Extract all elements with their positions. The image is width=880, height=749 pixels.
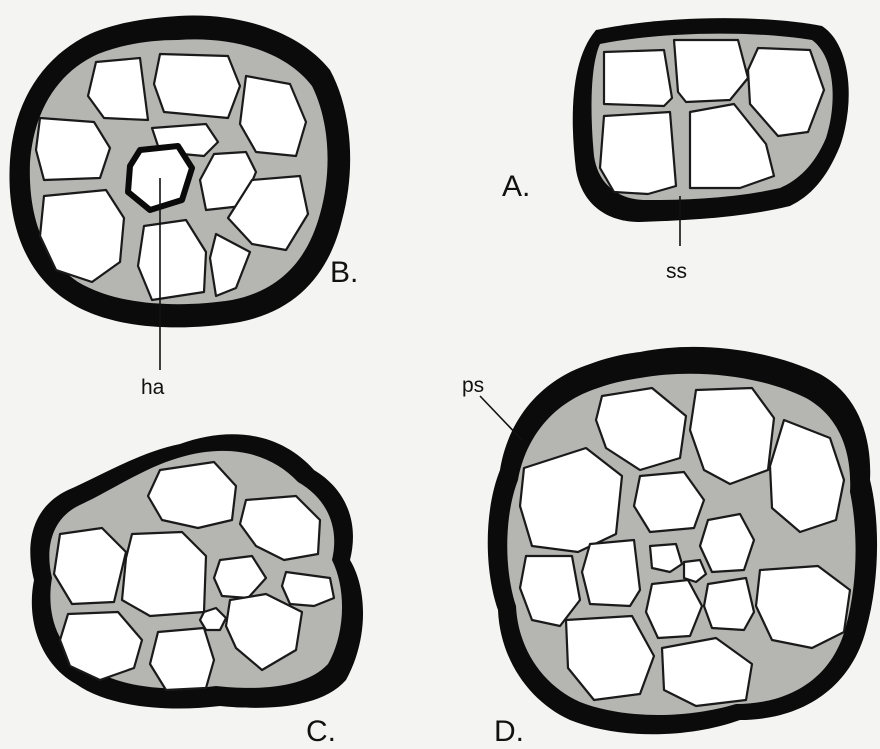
cell-c — [148, 462, 236, 528]
label-ps: ps — [462, 374, 484, 397]
panel-label-b: B. — [330, 256, 358, 289]
cell-a — [674, 40, 748, 102]
cell-b — [154, 54, 240, 118]
cross-section-c — [30, 434, 363, 708]
cell-c — [122, 532, 206, 616]
leader-ps — [480, 396, 522, 440]
cell-d — [650, 544, 682, 572]
cell-d — [704, 578, 754, 630]
cross-section-d: ps — [462, 347, 877, 734]
panel-label-c: C. — [306, 715, 336, 748]
cell-a — [600, 112, 676, 194]
cell-c — [150, 628, 214, 690]
cross-section-b — [9, 15, 350, 327]
cross-section-a: ss — [573, 18, 849, 283]
cell-d — [646, 580, 702, 638]
label-ss: ss — [666, 260, 687, 283]
label-ha: ha — [141, 376, 165, 399]
cell-d — [700, 514, 754, 572]
cell-c — [282, 572, 334, 606]
cell-d — [756, 566, 850, 648]
cell-d — [582, 540, 640, 606]
cell-a — [604, 50, 672, 106]
cell-d — [520, 448, 622, 552]
panel-label-a: A. — [502, 170, 530, 203]
panel-label-d: D. — [494, 715, 524, 748]
